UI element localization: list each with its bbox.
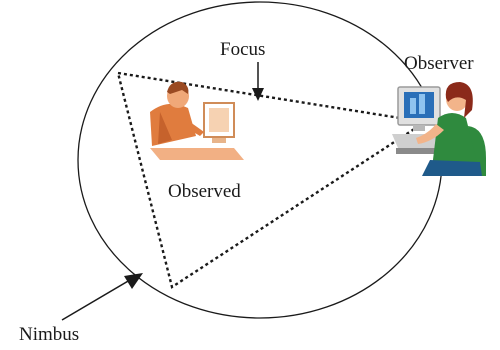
observer-label: Observer — [404, 53, 474, 74]
focus-label: Focus — [220, 39, 265, 60]
observed-figure-icon — [150, 81, 244, 160]
observed-label: Observed — [168, 181, 241, 202]
nimbus-arrow — [61, 273, 143, 321]
nimbus-label: Nimbus — [19, 324, 79, 345]
focus-arrow — [252, 62, 264, 101]
observer-figure-icon — [392, 82, 486, 176]
